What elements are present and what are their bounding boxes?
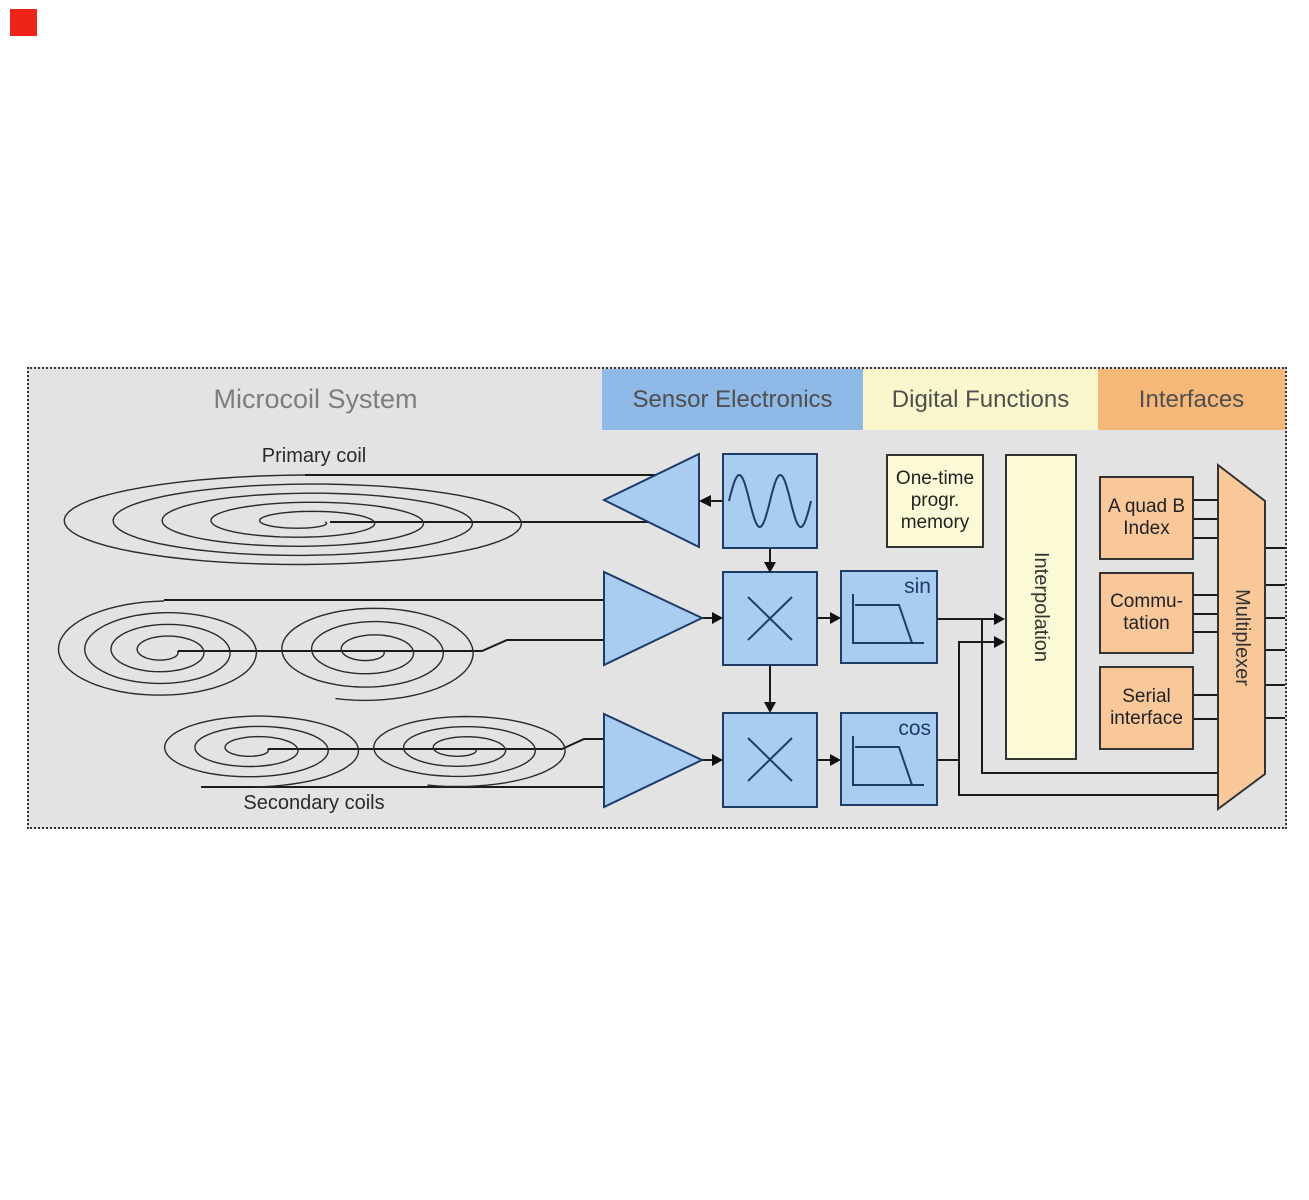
red-marker <box>10 9 37 36</box>
connection-lines <box>164 474 1218 796</box>
sine-wave-icon <box>728 473 812 529</box>
lowpass-cos-box <box>840 712 938 806</box>
microcoil-spirals <box>57 474 566 788</box>
primary-coil-label: Primary coil <box>261 445 367 467</box>
lowpass-curve-sin <box>852 594 924 644</box>
header-sensor-label: Sensor Electronics <box>632 385 833 413</box>
block-diagram: Microcoil System Sensor Electronics Digi… <box>27 367 1287 829</box>
multiplexer-shape <box>1217 462 1266 811</box>
multiplier-sin-box <box>722 571 818 666</box>
lowpass-curve-cos <box>852 736 924 786</box>
sin-filter-label: sin <box>904 575 931 598</box>
diagram-canvas <box>57 452 1285 811</box>
secondary-coil-2b <box>373 715 566 788</box>
serial-line-1: Serial <box>1122 686 1171 707</box>
multiplexer-output-lines <box>1265 547 1285 719</box>
secondary-coils-label: Secondary coils <box>243 792 385 814</box>
primary-amplifier <box>601 452 700 549</box>
secondary-coil-2a <box>163 715 360 788</box>
one-time-memory-box: One-time progr. memory <box>886 454 984 548</box>
commutation-box: Commu- tation <box>1099 572 1194 654</box>
sin-amplifier <box>603 570 705 667</box>
serial-line-2: interface <box>1110 708 1183 729</box>
header-microcoil-label: Microcoil System <box>213 384 418 414</box>
secondary-coil-1a <box>57 600 258 696</box>
arrowheads <box>699 495 1005 766</box>
sensor-electronics-components <box>601 452 938 809</box>
memory-line-3: memory <box>900 512 970 533</box>
memory-line-2: progr. <box>910 490 960 511</box>
primary-coil-spiral <box>63 474 523 566</box>
cos-filter-label: cos <box>898 717 931 740</box>
a-quad-b-line-2: Index <box>1123 518 1170 539</box>
commutation-line-2: tation <box>1123 613 1170 634</box>
header-sensor-electronics: Sensor Electronics <box>602 369 863 430</box>
secondary-coil-1b <box>281 607 474 702</box>
multiplexer-label-wrap: Multiplexer <box>1218 501 1265 774</box>
serial-interface-box: Serial interface <box>1099 666 1194 750</box>
header-microcoil-system: Microcoil System <box>29 369 602 430</box>
lowpass-sin-box <box>840 570 938 664</box>
interpolation-box: Interpolation <box>1005 454 1077 760</box>
cos-amplifier <box>603 712 705 809</box>
a-quad-b-line-1: A quad B <box>1107 496 1186 517</box>
header-digital-label: Digital Functions <box>891 385 1070 413</box>
commutation-line-1: Commu- <box>1110 591 1183 612</box>
header-interfaces: Interfaces <box>1098 369 1285 430</box>
header-digital-functions: Digital Functions <box>863 369 1098 430</box>
header-interfaces-label: Interfaces <box>1138 385 1245 413</box>
a-quad-b-index-box: A quad B Index <box>1099 476 1194 560</box>
memory-line-1: One-time <box>895 468 975 489</box>
multiplexer-label: Multiplexer <box>1231 589 1254 686</box>
interpolation-label: Interpolation <box>1030 551 1053 663</box>
